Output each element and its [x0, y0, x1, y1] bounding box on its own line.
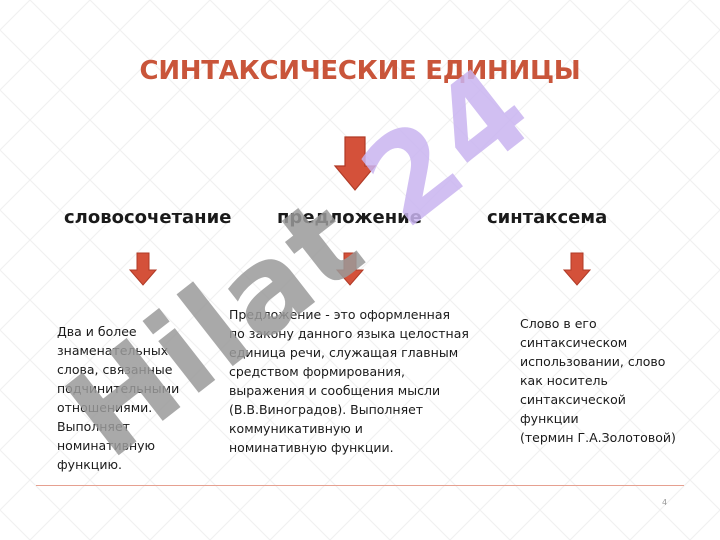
page-number: 4 [662, 498, 668, 507]
down-arrow-left-icon [129, 252, 157, 286]
down-arrow-center-icon [336, 252, 364, 286]
slide-title: СИНТАКСИЧЕСКИЕ ЕДИНИЦЫ [139, 56, 581, 86]
footer-divider [36, 485, 684, 486]
term-predlozhenie: предложение [277, 207, 422, 228]
term-sintaksema: синтаксема [487, 207, 608, 228]
description-sintaksema: Слово в его синтаксическом использовании… [520, 316, 676, 445]
down-arrow-right-icon [563, 252, 591, 286]
term-slovosochetanie: словосочетание [64, 207, 232, 228]
description-predlozhenie: Предложение - это оформленная по закону … [229, 307, 469, 455]
main-down-arrow-icon [333, 136, 377, 191]
description-slovosochetanie: Два и более знаменательных слова, связан… [57, 324, 180, 472]
